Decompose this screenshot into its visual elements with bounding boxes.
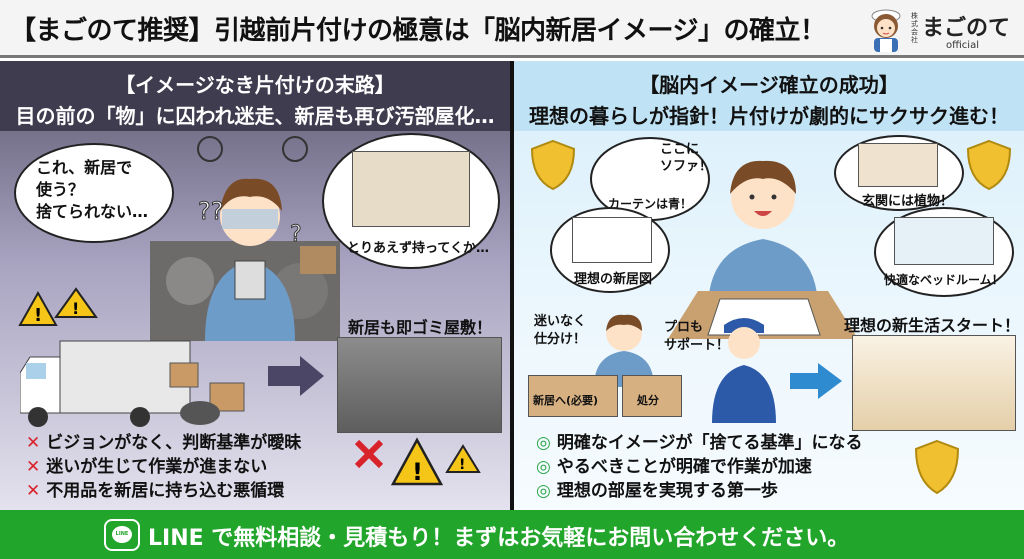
- pro-support-label: プロも サポート！: [664, 320, 730, 353]
- panel-divider: [510, 61, 514, 510]
- header-bar: 【まごのて推奨】引越前片付けの極意は「脳内新居イメージ」の確立！ 株式会社 まご…: [0, 0, 1024, 58]
- cross-warning-icons: ! !: [355, 437, 481, 486]
- line-cta-text[interactable]: LINE で無料相談・見積もり！まずはお気軽にお問い合わせください。: [148, 526, 850, 551]
- svg-text:!: !: [72, 299, 79, 318]
- success-heading: 【脳内イメージ確立の成功】: [639, 73, 899, 97]
- brand-prefix: 株式会社: [911, 12, 918, 44]
- svg-text:!: !: [412, 458, 423, 486]
- failure-bullet: ✕不用品を新居に持ち込む悪循環: [26, 481, 285, 501]
- thought-text-hesitation: これ、新居で 使う？ 捨てられない…: [36, 158, 149, 221]
- entrance-image: [858, 143, 938, 187]
- success-panel: 【脳内イメージ確立の成功】 理想の暮らしが指針！片付けが劇的にサクサク進む！ こ…: [514, 61, 1024, 510]
- bedroom-image: [894, 217, 994, 265]
- success-subheading: 理想の暮らしが指針！片付けが劇的にサクサク進む！: [529, 104, 1009, 128]
- double-circle-icon: ◎: [536, 457, 551, 477]
- shield-icon: [914, 439, 960, 495]
- success-bullet: ◎やるべきことが明確で作業が加速: [536, 457, 812, 477]
- warning-icon: ! !: [18, 287, 98, 326]
- line-cta-banner[interactable]: LINE LINE で無料相談・見積もり！まずはお気軽にお問い合わせください。: [0, 510, 1024, 559]
- curtain-label: カーテンは青！: [608, 197, 693, 211]
- svg-text:!: !: [459, 457, 465, 473]
- brand-suffix: official: [946, 40, 979, 51]
- success-bullet: ◎理想の部屋を実現する第一歩: [536, 481, 778, 501]
- cluttered-room-thought-image: [352, 151, 470, 227]
- sofa-label: ここに ソファ！: [660, 142, 713, 174]
- floorplan-image: [572, 217, 652, 263]
- double-circle-icon: ◎: [536, 433, 551, 453]
- trash-house-label: 新居も即ゴミ屋敷！: [348, 318, 493, 337]
- brand-logo[interactable]: 株式会社 まごのて official: [866, 4, 1016, 54]
- box-keep: 新居へ(必要): [528, 375, 618, 417]
- mover-staff-illustration: [712, 318, 776, 423]
- arrow-right-icon: [790, 363, 842, 399]
- thought-bubble-hesitation: [14, 143, 174, 243]
- confused-man-illustration: ?? ?: [150, 136, 340, 341]
- ideal-room-image: [852, 335, 1016, 431]
- double-circle-icon: ◎: [536, 481, 551, 501]
- thought-text-carry: とりあえず持ってくか…: [347, 241, 489, 256]
- arrow-right-icon: [268, 356, 324, 396]
- failure-subheading: 目の前の「物」に囚われ迷走、新居も再び汚部屋化…: [15, 104, 495, 128]
- bedroom-label: 快適なベッドルーム！: [884, 273, 1004, 287]
- floorplan-label: 理想の新居図: [574, 272, 653, 287]
- svg-text:??: ??: [198, 197, 223, 225]
- shield-icon: [530, 139, 576, 191]
- cross-icon: ✕: [26, 457, 41, 477]
- planning-man-illustration: [668, 160, 858, 339]
- failure-heading: 【イメージなき片付けの末路】: [115, 73, 395, 97]
- brand-name: まごのて: [922, 16, 1011, 41]
- svg-text:!: !: [34, 305, 42, 326]
- failure-bullet: ✕迷いが生じて作業が進まない: [26, 457, 268, 477]
- failure-panel-header: 【イメージなき片付けの末路】 目の前の「物」に囚われ迷走、新居も再び汚部屋化…: [0, 61, 510, 131]
- svg-text:?: ?: [290, 222, 302, 247]
- entrance-label: 玄関には植物！: [862, 194, 954, 209]
- success-bullet: ◎明確なイメージが「捨てる基準」になる: [536, 433, 863, 453]
- page-title: 【まごのて推奨】引越前片付けの極意は「脳内新居イメージ」の確立！: [10, 16, 826, 46]
- cross-icon: ✕: [26, 481, 41, 501]
- moving-truck-illustration: [20, 340, 245, 427]
- shield-icon: [966, 139, 1012, 191]
- maid-mascot-icon: [871, 9, 901, 52]
- success-panel-header: 【脳内イメージ確立の成功】 理想の暮らしが指針！片付けが劇的にサクサク進む！: [514, 61, 1024, 131]
- failure-bullet: ✕ビジョンがなく、判断基準が曖昧: [26, 433, 302, 453]
- trash-house-image: [337, 337, 502, 433]
- line-icon: LINE: [104, 519, 140, 551]
- box-dispose: 処分: [622, 375, 682, 417]
- failure-panel: 【イメージなき片付けの末路】 目の前の「物」に囚われ迷走、新居も再び汚部屋化… …: [0, 61, 510, 510]
- cross-icon: ✕: [26, 433, 41, 453]
- new-life-label: 理想の新生活スタート！: [844, 316, 1021, 335]
- sort-label: 迷いなく 仕分け！: [534, 314, 587, 347]
